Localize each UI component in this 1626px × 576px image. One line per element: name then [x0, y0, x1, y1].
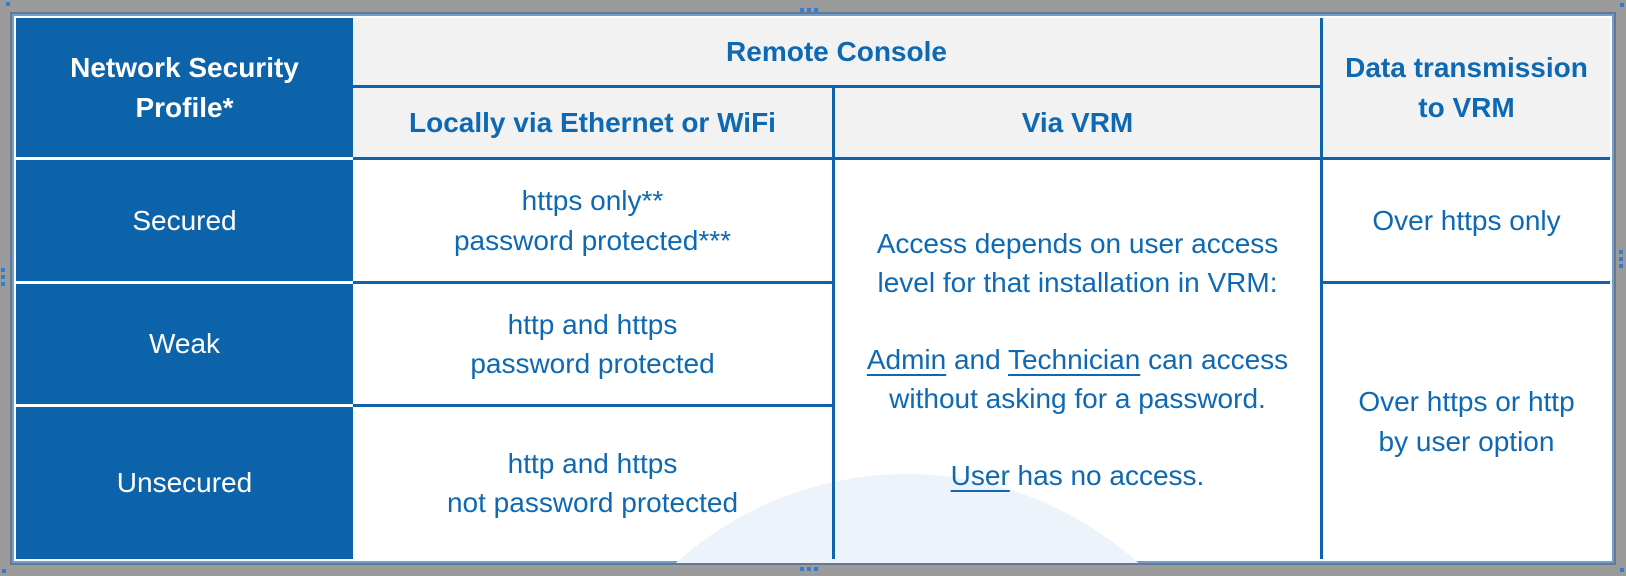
handle-dot-icon	[814, 8, 818, 12]
row-label-unsecured: Unsecured	[16, 404, 353, 559]
handle-dot-icon	[1, 282, 5, 286]
handle-dot-icon	[1619, 257, 1623, 261]
subheader-locally-via-ethernet-or-wifi: Locally via Ethernet or WiFi	[353, 85, 832, 157]
text-segment: has no access.	[1009, 460, 1205, 492]
resize-handle-bottom-left-icon[interactable]	[2, 569, 6, 573]
handle-dot-icon	[800, 567, 804, 571]
row-label-weak: Weak	[16, 281, 353, 404]
underlined-term: User	[950, 460, 1010, 492]
underlined-term: Admin	[866, 343, 947, 375]
cell-secured-local: https only** password protected***	[353, 157, 832, 281]
cell-secured-data-transmission: Over https only	[1320, 157, 1610, 281]
header-data-transmission-to-vrm: Data transmission to VRM	[1320, 18, 1610, 157]
cell-weak-local: http and https password protected	[353, 281, 832, 404]
resize-handle-top-icon[interactable]	[800, 8, 818, 12]
underlined-term: Technician	[1007, 343, 1141, 375]
cell-via-vrm-access: Access depends on user access level for …	[832, 157, 1320, 559]
table-grid: Network Security Profile* Remote Console…	[16, 18, 1610, 559]
handle-dot-icon	[1619, 264, 1623, 268]
row-label-secured: Secured	[16, 157, 353, 281]
resize-handle-top-left-icon[interactable]	[6, 2, 10, 6]
handle-dot-icon	[1619, 250, 1623, 254]
handle-dot-icon	[814, 567, 818, 571]
resize-handle-bottom-right-icon[interactable]	[1620, 568, 1624, 572]
cell-unsecured-local: http and https not password protected	[353, 404, 832, 559]
handle-dot-icon	[807, 8, 811, 12]
cell-weak-unsecured-data-transmission: Over https or http by user option	[1320, 281, 1610, 559]
text-segment: and	[946, 343, 1008, 375]
resize-handle-bottom-icon[interactable]	[800, 567, 818, 571]
handle-dot-icon	[807, 567, 811, 571]
handle-dot-icon	[800, 8, 804, 12]
text-segment: can access without asking for a password…	[889, 343, 1289, 415]
handle-dot-icon	[1, 275, 5, 279]
text-segment: Access depends on user access level for …	[876, 227, 1279, 298]
resize-handle-right-icon[interactable]	[1619, 250, 1623, 268]
header-network-security-profile: Network Security Profile*	[16, 18, 353, 157]
resize-handle-left-icon[interactable]	[1, 268, 5, 286]
subheader-via-vrm: Via VRM	[832, 85, 1320, 157]
security-profile-table: Network Security Profile* Remote Console…	[10, 12, 1616, 565]
handle-dot-icon	[1, 268, 5, 272]
resize-handle-top-right-icon[interactable]	[1620, 3, 1624, 7]
header-remote-console: Remote Console	[353, 18, 1320, 85]
